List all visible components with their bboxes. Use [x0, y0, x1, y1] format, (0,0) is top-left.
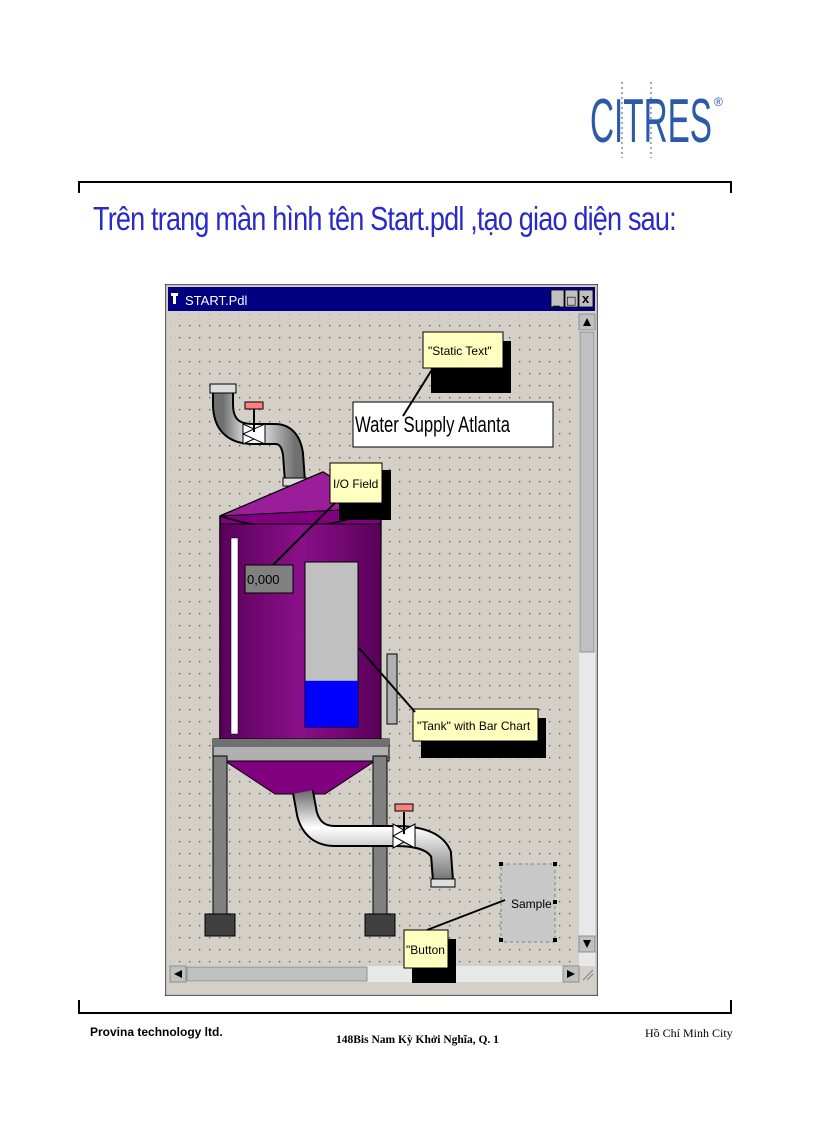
- callout-io-field-label: I/O Field: [333, 477, 378, 491]
- scroll-left-icon: [174, 970, 182, 978]
- callout-tank-bar-chart: "Tank" with Bar Chart: [358, 647, 546, 758]
- scroll-right-icon: [567, 970, 575, 978]
- static-text-value: Water Supply Atlanta: [355, 412, 511, 437]
- static-text-box[interactable]: Water Supply Atlanta: [352, 401, 554, 448]
- start-pdl-window: START.Pdl _ □ x: [165, 284, 598, 996]
- maximize-button[interactable]: □: [564, 289, 579, 308]
- window-app-icon: [171, 293, 178, 304]
- window-titlebar[interactable]: START.Pdl: [168, 287, 595, 311]
- outlet-pipe: [292, 790, 456, 888]
- footer-company: Provina technology ltd.: [90, 1025, 223, 1039]
- minimize-button[interactable]: _: [550, 289, 565, 308]
- close-button[interactable]: x: [578, 289, 594, 308]
- io-field-value: 0,000: [247, 572, 280, 587]
- callout-button-label: "Button: [406, 943, 445, 957]
- vertical-scrollbar[interactable]: [578, 313, 596, 966]
- resize-grip-icon[interactable]: [582, 969, 594, 981]
- scroll-down-icon: [583, 940, 591, 948]
- horizontal-scroll-thumb[interactable]: [186, 966, 368, 982]
- callout-tank-label: "Tank" with Bar Chart: [417, 719, 531, 733]
- footer-address: 148Bis Nam Kỳ Khởi Nghĩa, Q. 1: [336, 1034, 499, 1046]
- frame-corner: [78, 1000, 80, 1014]
- frame-corner: [730, 181, 732, 193]
- outlet-valve: [391, 803, 417, 849]
- frame-corner: [78, 181, 80, 193]
- sample-button-label: Sample: [511, 897, 552, 911]
- frame-bottom-line: [78, 1012, 732, 1014]
- close-icon: x: [582, 291, 590, 306]
- callout-io-field: I/O Field: [272, 462, 391, 566]
- window-title: START.Pdl: [185, 293, 247, 308]
- citres-logo: CITRES ®: [590, 82, 723, 158]
- inlet-valve: [241, 401, 267, 445]
- minimize-icon: _: [552, 293, 560, 307]
- callout-static-text: "Static Text": [402, 331, 511, 417]
- io-field[interactable]: 0,000: [244, 564, 294, 594]
- bar-chart-fill: [305, 680, 358, 727]
- footer-city: Hồ Chí Minh City: [645, 1026, 733, 1040]
- frame-top-line: [78, 181, 732, 183]
- frame-corner: [730, 1000, 732, 1014]
- callout-static-text-label: "Static Text": [428, 344, 492, 358]
- slide-heading: Trên trang màn hình tên Start.pdl ,tạo g…: [93, 200, 677, 237]
- callout-button: "Button: [403, 899, 506, 983]
- logo-registered-mark: ®: [714, 95, 723, 109]
- vertical-scroll-thumb[interactable]: [579, 331, 595, 653]
- horizontal-scrollbar[interactable]: [169, 965, 580, 983]
- sample-button[interactable]: Sample: [499, 862, 557, 943]
- tank-bar-chart: [304, 561, 359, 728]
- scroll-up-icon: [583, 318, 591, 326]
- maximize-icon: □: [566, 294, 576, 307]
